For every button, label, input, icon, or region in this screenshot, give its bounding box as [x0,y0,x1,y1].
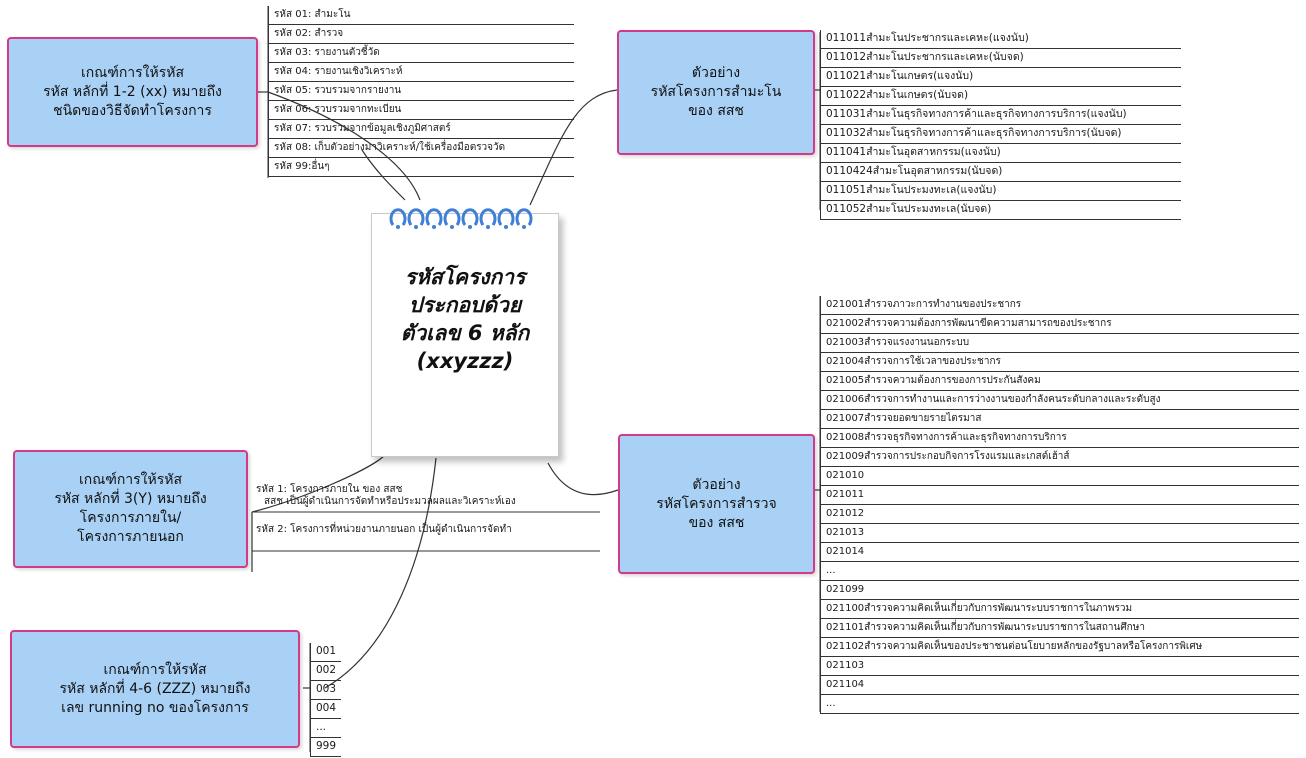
list-item: 021012 [821,505,1299,524]
list-item: 004 [311,700,341,719]
list-item: 002 [311,662,341,681]
list-item: 021101สำรวจความคิดเห็นเกี่ยวกับการพัฒนาร… [821,619,1299,638]
node-example-survey: ตัวอย่าง รหัสโครงการสำรวจ ของ สสช [618,434,815,574]
list-item: รหัส 2: โครงการที่หน่วยงานภายนอก เป็นผู้… [256,524,512,535]
list-item: 021008สำรวจธุรกิจทางการค้าและธุรกิจทางกา… [821,429,1299,448]
notepad-rings-icon [389,208,533,229]
list-item: ... [821,695,1299,714]
list-item: รหัส 02: สำรวจ [269,25,574,44]
list-item: 021009สำรวจการประกอบกิจการโรงแรมและเกสต์… [821,448,1299,467]
list-item: รหัส 99:อื่นๆ [269,158,574,177]
list-code-digits-4-6: 001 002 003 004 ... 999 [310,643,341,757]
list-item: รหัส 04: รายงานเชิงวิเคราะห์ [269,63,574,82]
list-item: 021103 [821,657,1299,676]
node-code-digits-1-2: เกณฑ์การให้รหัส รหัส หลักที่ 1-2 (xx) หม… [7,37,258,147]
list-item: 011032สำมะโนธุรกิจทางการค้าและธุรกิจทางก… [821,125,1181,144]
list-item: 021104 [821,676,1299,695]
connector-center-survey [547,462,619,496]
list-item: 0110424สำมะโนอุตสาหกรรม(นับจด) [821,163,1181,182]
list-item: รหัส 05: รวบรวมจากรายงาน [269,82,574,101]
list-item: 011041สำมะโนอุตสาหกรรม(แจงนับ) [821,144,1181,163]
list-item: รหัส 06: รวบรวมจากทะเบียน [269,101,574,120]
node-example-census-label: ตัวอย่าง รหัสโครงการสำมะโน ของ สสช [650,65,782,119]
list-item: 011021สำมะโนเกษตร(แจงนับ) [821,68,1181,87]
list-survey-codes: 021001สำรวจภาวะการทำงานของประชากร 021002… [820,296,1299,714]
node-code-digits-4-6-label: เกณฑ์การให้รหัส รหัส หลักที่ 4-6 (ZZZ) ห… [59,661,251,716]
list-code-digits-1-2: รหัส 01: สำมะโน รหัส 02: สำรวจ รหัส 03: … [268,6,574,177]
list-item: 021007สำรวจยอดขายรายไตรมาส [821,410,1299,429]
list-item: รหัส 07: รวบรวมจากข้อมูลเชิงภูมิศาสตร์ [269,120,574,139]
list-item: รหัส 08: เก็บตัวอย่างมาวิเคราะห์/ใช้เครื… [269,139,574,158]
list-item: 021002สำรวจความต้องการพัฒนาขีดความสามารถ… [821,315,1299,334]
list-item: 011052สำมะโนประมงทะเล(นับจด) [821,201,1181,220]
list-item: 021010 [821,467,1299,486]
node-example-survey-label: ตัวอย่าง รหัสโครงการสำรวจ ของ สสช [656,476,777,531]
list-item: รหัส 01: สำมะโน [269,6,574,25]
list-item: 021006สำรวจการทำงานและการว่างงานของกำลัง… [821,391,1299,410]
list-item: 011022สำมะโนเกษตร(นับจด) [821,87,1181,106]
node-code-digit-3-label: เกณฑ์การให้รหัส รหัส หลักที่ 3(Y) หมายถึ… [54,472,207,545]
list-item: ... [821,562,1299,581]
list-code-digit-3: รหัส 1: โครงการภายใน ของ สสช สสช เป็นผู้… [256,484,601,536]
connector-center-code3 [251,454,386,513]
list-item: 001 [311,643,341,662]
list-item: รหัส 1: โครงการภายใน ของ สสช [256,484,403,495]
list-item: สสช เป็นผู้ดำเนินการจัดทำหรือประมวลผลและ… [264,496,516,507]
list-item: 021004สำรวจการใช้เวลาของประชากร [821,353,1299,372]
list-item: 021102สำรวจความคิดเห็นของประชาชนต่อนโยบา… [821,638,1299,657]
list-item: 021011 [821,486,1299,505]
list-item: 011051สำมะโนประมงทะเล(แจงนับ) [821,182,1181,201]
connector-center-census [529,89,618,206]
node-code-digits-4-6: เกณฑ์การให้รหัส รหัส หลักที่ 4-6 (ZZZ) ห… [10,630,300,748]
central-topic-title: รหัสโครงการ ประกอบด้วย ตัวเลข 6 หลัก (xx… [400,265,530,373]
node-code-digits-1-2-label: เกณฑ์การให้รหัส รหัส หลักที่ 1-2 (xx) หม… [43,64,222,119]
list-item: ... [311,719,341,738]
list-item: 011012สำมะโนประชากรและเคหะ(นับจด) [821,49,1181,68]
list-item: 021100สำรวจความคิดเห็นเกี่ยวกับการพัฒนาร… [821,600,1299,619]
list-item: 999 [311,738,341,757]
list-item: 011031สำมะโนธุรกิจทางการค้าและธุรกิจทางก… [821,106,1181,125]
list-item: รหัส 03: รายงานตัวชี้วัด [269,44,574,63]
list-item: 021013 [821,524,1299,543]
list-item: 021099 [821,581,1299,600]
connector-center-code456 [324,457,437,689]
list-item: 003 [311,681,341,700]
list-item: 021001สำรวจภาวะการทำงานของประชากร [821,296,1299,315]
connector-center-code12-b [267,91,421,201]
node-example-census: ตัวอย่าง รหัสโครงการสำมะโน ของ สสช [617,30,815,155]
list-census-codes: 011011สำมะโนประชากรและเคหะ(แจงนับ) 01101… [820,30,1181,220]
notepad-sheet [371,213,559,457]
list-item: 011011สำมะโนประชากรและเคหะ(แจงนับ) [821,30,1181,49]
list-item: 021014 [821,543,1299,562]
list-item: 021005สำรวจความต้องการของการประกันสังคม [821,372,1299,391]
node-code-digit-3: เกณฑ์การให้รหัส รหัส หลักที่ 3(Y) หมายถึ… [13,450,248,568]
list-item: 021003สำรวจแรงงานนอกระบบ [821,334,1299,353]
central-topic-notepad: รหัสโครงการ ประกอบด้วย ตัวเลข 6 หลัก (xx… [371,203,559,457]
